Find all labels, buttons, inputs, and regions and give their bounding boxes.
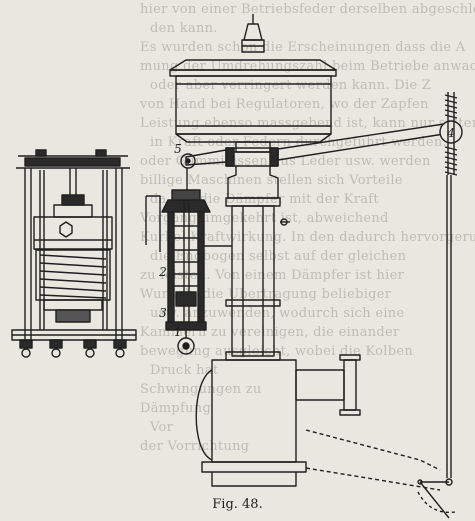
bleed-text-line: der Vorrichtung: [140, 439, 250, 454]
main-dashpot-assembly: [145, 14, 463, 519]
bleed-text-line: von Hand bei Regulatoren, wo der Zapfen: [140, 97, 429, 112]
callout-5: 5: [174, 142, 182, 156]
callout-3: 3: [159, 306, 167, 320]
callout-2: 2: [158, 265, 167, 279]
callout-labels: 1 2 3 4 5: [158, 126, 455, 339]
bleed-text-line: Kurbel Kraftwirkung. In den dadurch herv…: [140, 230, 475, 245]
callout-1: 1: [174, 325, 182, 339]
bleed-text-line: usw. anzuwenden, wodurch sich eine: [150, 306, 405, 321]
bleed-text-line: billige Maschinen stellen sich Vorteile: [140, 173, 403, 188]
bleed-text-line: Es wurden schon die Erscheinungen dass d…: [140, 40, 466, 55]
bleed-text-line: da, wo die Dämpfer mit der Kraft: [150, 192, 379, 207]
figure-caption: Fig. 48.: [212, 497, 263, 512]
bleed-text-line: Dämpfung: [140, 401, 212, 416]
bleed-text-line: die Endbogen selbst auf der gleichen: [150, 249, 407, 264]
bleed-text-line: oder aber verringert werden kann. Die Z: [150, 78, 432, 93]
bleed-text-line: hier von einer Betriebsfeder derselben a…: [140, 2, 475, 17]
bleed-text-line: Schwingungen zu: [140, 382, 262, 397]
bleed-text-line: den kann.: [150, 21, 218, 36]
bleed-text-line: Leistung ebenso massgebend ist, kann nur…: [140, 116, 475, 131]
callout-4: 4: [446, 126, 455, 140]
bleed-text-line: oder Gummikissen aus Leder usw. werden: [140, 154, 431, 169]
bleed-text-line: zu leisten. Von einem Dämpfer ist hier: [140, 268, 405, 283]
left-spring-device: [11, 149, 137, 358]
bleed-text-line: Druck hat: [150, 363, 219, 378]
bleed-text-line: Vor: [150, 420, 174, 435]
